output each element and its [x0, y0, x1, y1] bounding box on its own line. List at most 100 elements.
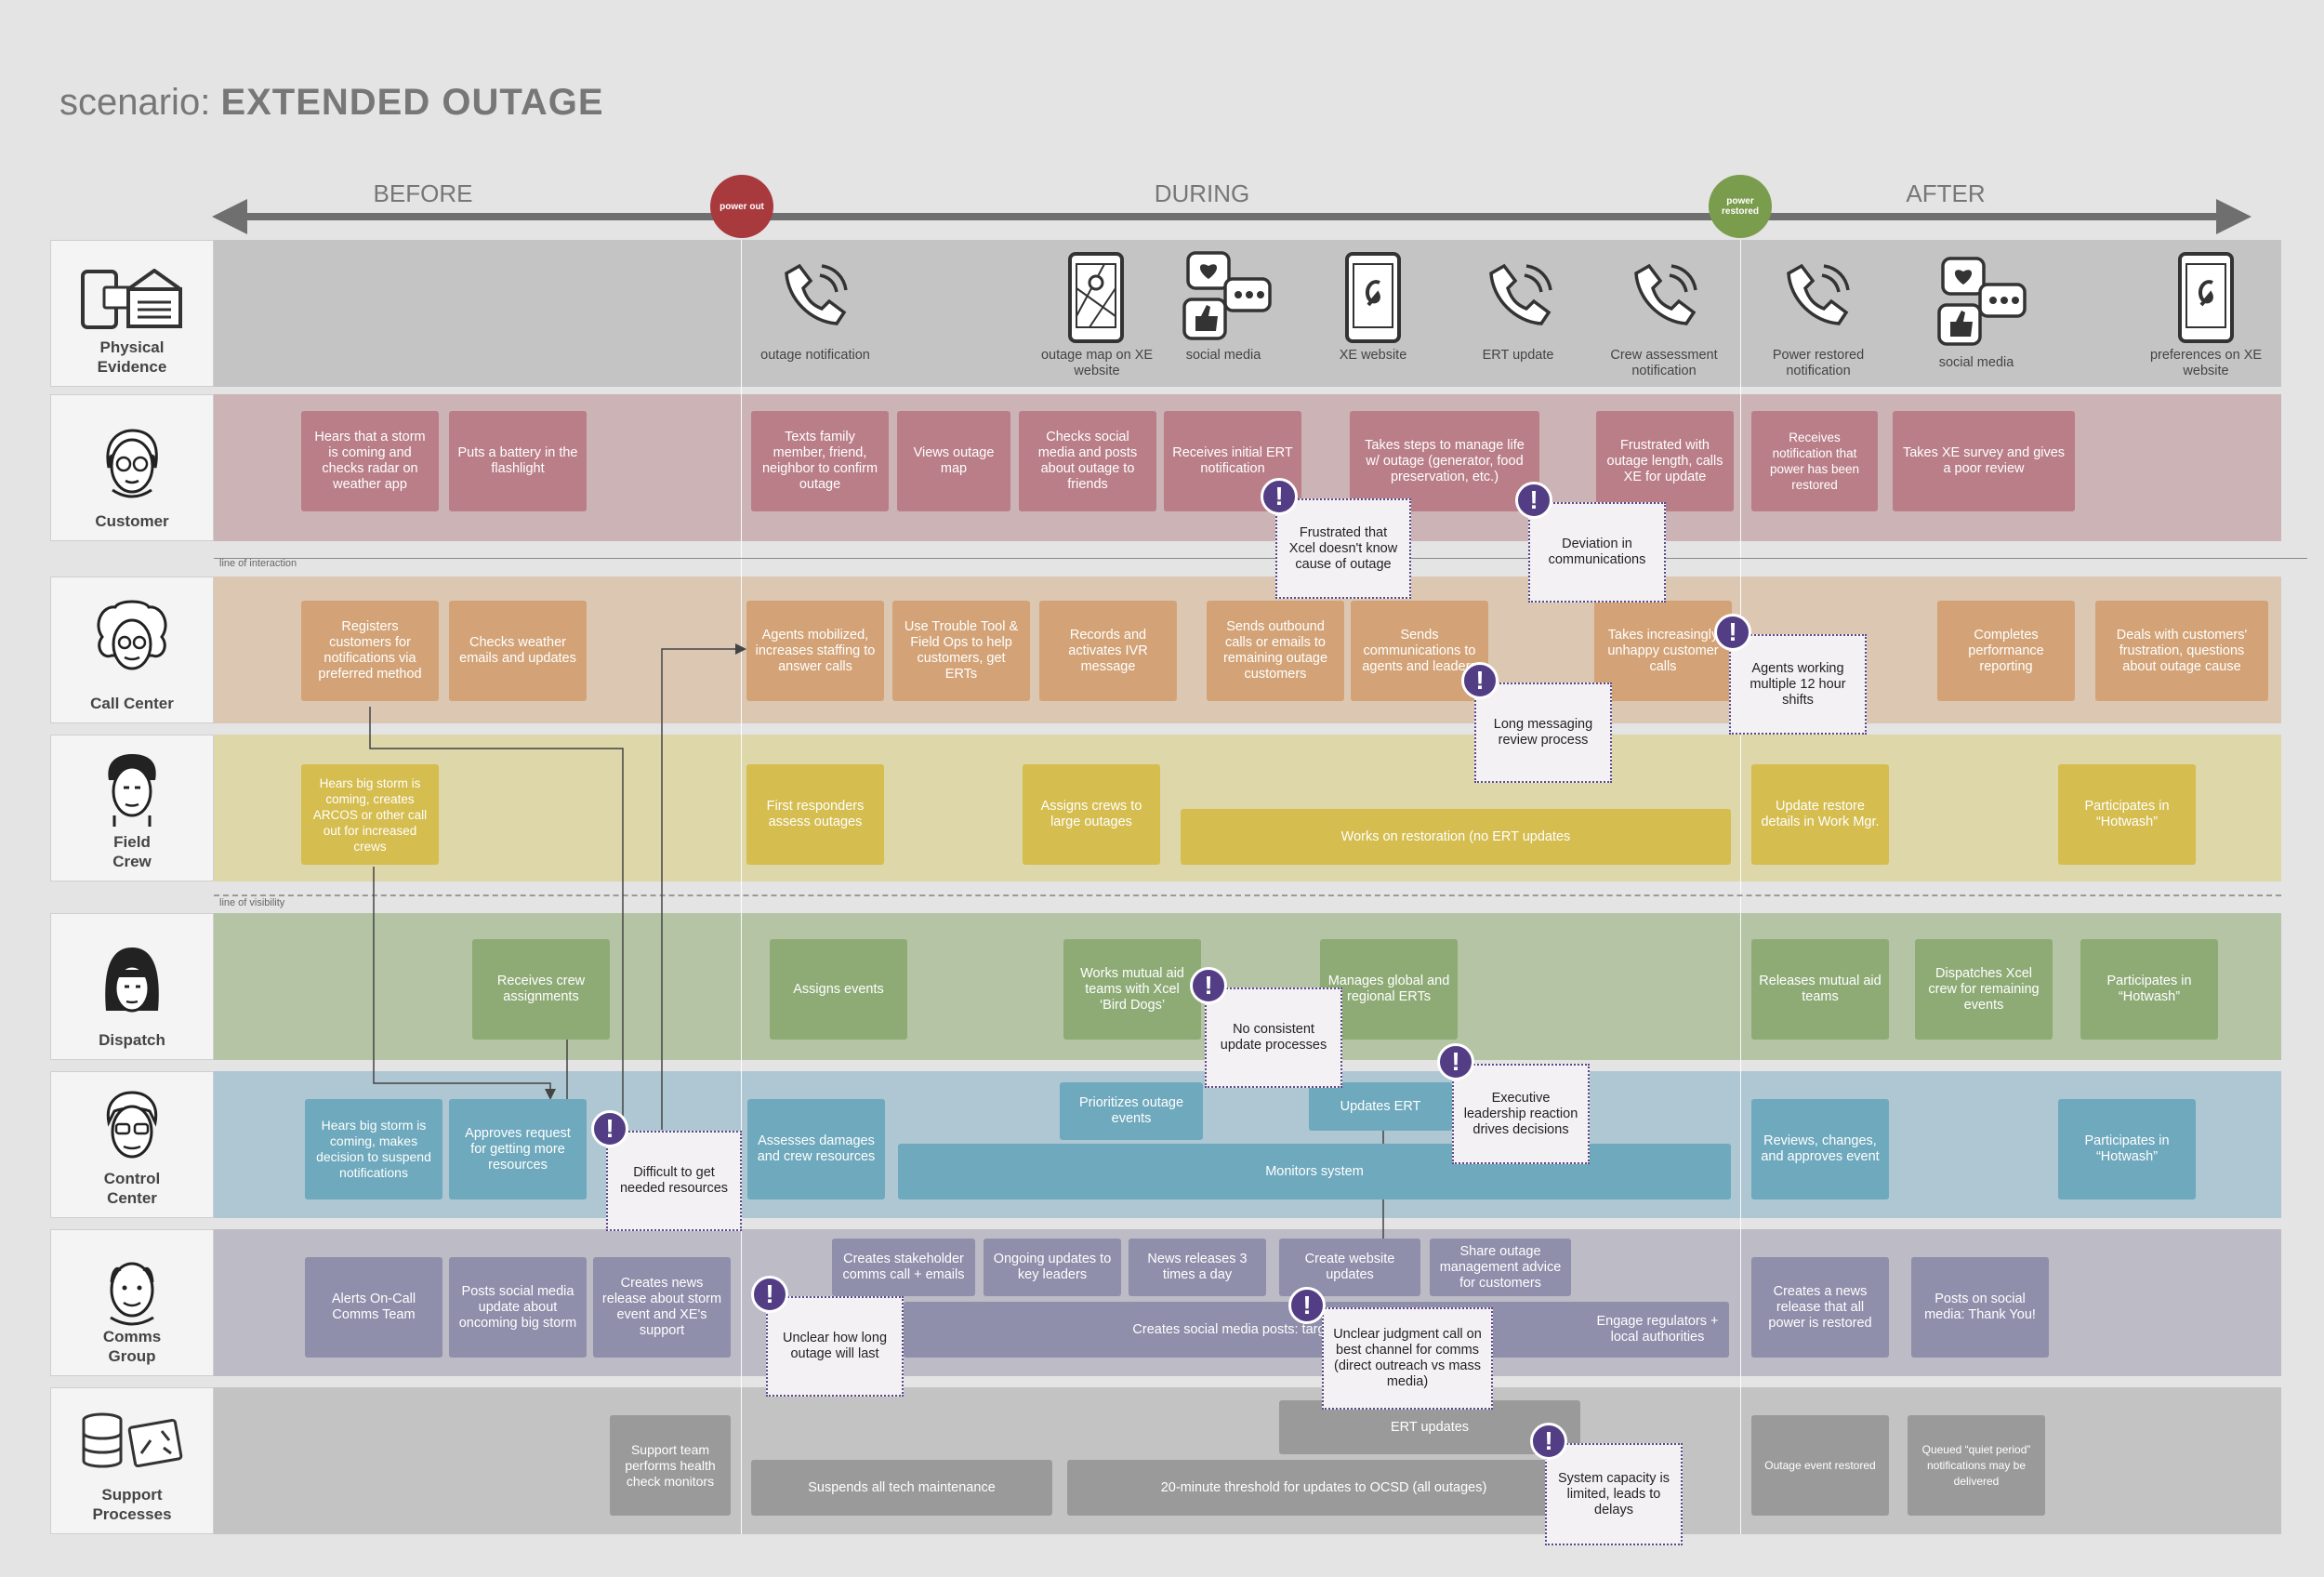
phase-during: DURING: [1154, 179, 1250, 207]
control-center-step: Assesses damages and crew resources: [747, 1099, 885, 1199]
line-of-interaction-label: line of interaction: [219, 558, 297, 569]
phase-before: BEFORE: [373, 179, 473, 207]
customer-step: Takes XE survey and gives a poor review: [1893, 411, 2075, 511]
call-center-step: Records and activates IVR message: [1039, 601, 1177, 701]
alert-icon: !: [1461, 662, 1499, 699]
call-center-step: Agents mobilized, increases staffing to …: [746, 601, 884, 701]
comms-group-avatar-icon: [110, 1262, 154, 1326]
customer-step: Takes steps to manage life w/ outage (ge…: [1350, 411, 1539, 511]
alert-icon: !: [1261, 478, 1298, 515]
evidence-crew-assessment: Crew assessment notification: [1610, 348, 1718, 378]
lane-label-call-center: Call Center: [50, 576, 214, 723]
comms-step: Posts on social media: Thank You!: [1911, 1257, 2049, 1358]
call-center-step: Takes increasingly unhappy customer call…: [1594, 601, 1732, 701]
timeline-arrow: [212, 199, 2251, 234]
social-media-icon: [1937, 257, 2027, 346]
alert-icon: !: [1437, 1043, 1474, 1080]
comms-step: Creates a news release that all power is…: [1751, 1257, 1889, 1358]
dispatch-step: Assigns events: [770, 939, 907, 1040]
call-center-step: Sends outbound calls or emails to remain…: [1207, 601, 1344, 701]
call-center-step: Deals with customers' frustration, quest…: [2095, 601, 2268, 701]
dispatch-step: Dispatches Xcel crew for remaining event…: [1915, 939, 2053, 1040]
alert-icon: !: [751, 1276, 788, 1313]
field-crew-step: Participates in “Hotwash”: [2058, 764, 2196, 865]
pain-point: Frustrated that Xcel doesn't know cause …: [1275, 498, 1411, 599]
control-center-step: Prioritizes outage events: [1060, 1082, 1203, 1140]
call-center-step: Completes performance reporting: [1937, 601, 2075, 701]
divider-power-out: [741, 240, 742, 1534]
customer-step: Receives initial ERT notification: [1164, 411, 1301, 511]
customer-step: Puts a battery in the flashlight: [449, 411, 587, 511]
phone-icon: [785, 263, 848, 325]
call-center-step: Registers customers for notifications vi…: [301, 601, 439, 701]
lane-label-customer: Customer: [50, 394, 214, 541]
control-center-step: Hears big storm is coming, makes decisio…: [305, 1099, 442, 1199]
website-phone-icon: [2178, 252, 2234, 343]
support-step: 20-minute threshold for updates to OCSD …: [1067, 1460, 1580, 1516]
alert-icon: !: [1530, 1423, 1567, 1460]
comms-step: Alerts On-Call Comms Team: [305, 1257, 442, 1358]
customer-step: Hears that a storm is coming and checks …: [301, 411, 439, 511]
lane-physical-evidence: [214, 240, 2281, 387]
pain-point: Unclear how long outage will last: [766, 1296, 904, 1397]
alert-icon: !: [1190, 967, 1227, 1004]
comms-step: Creates news release about storm event a…: [593, 1257, 731, 1358]
pain-point: No consistent update processes: [1205, 987, 1342, 1088]
customer-step: Checks social media and posts about outa…: [1019, 411, 1156, 511]
field-crew-step: Hears big storm is coming, creates ARCOS…: [301, 764, 439, 865]
pain-point: Executive leadership reaction drives dec…: [1452, 1064, 1590, 1164]
lane-label-dispatch: Dispatch: [50, 913, 214, 1060]
control-center-step: Updates ERT: [1309, 1082, 1452, 1131]
database-strategy-icon: [82, 1412, 183, 1468]
lane-label-comms-group: Comms Group: [50, 1229, 214, 1376]
control-center-step: Reviews, changes, and approves event: [1751, 1099, 1889, 1199]
call-center-step: Use Trouble Tool & Field Ops to help cus…: [892, 601, 1030, 701]
social-media-icon: [1182, 251, 1272, 340]
evidence-xe-website: XE website: [1339, 348, 1407, 363]
control-center-avatar-icon: [106, 1091, 158, 1159]
dispatch-step: Receives crew assignments: [472, 939, 610, 1040]
comms-step: Creates social media posts: targeted and…: [904, 1302, 1655, 1358]
dispatch-step: Releases mutual aid teams: [1751, 939, 1889, 1040]
field-crew-step: Update restore details in Work Mgr.: [1751, 764, 1889, 865]
website-phone-icon: [1345, 252, 1401, 343]
lane-label-support-processes: Support Processes: [50, 1387, 214, 1534]
alert-icon: !: [1288, 1287, 1326, 1324]
call-center-agent-icon: [97, 600, 167, 670]
pain-point: Unclear judgment call on best channel fo…: [1322, 1307, 1493, 1410]
evidence-social-media: social media: [1185, 348, 1261, 363]
customer-step: Views outage map: [897, 411, 1010, 511]
devices-envelope-icon: [81, 269, 182, 329]
pain-point: Agents working multiple 12 hour shifts: [1729, 634, 1867, 735]
pain-point: System capacity is limited, leads to del…: [1545, 1443, 1683, 1545]
power-restored-marker: power restored: [1709, 175, 1772, 238]
pain-point: Long messaging review process: [1474, 682, 1612, 783]
support-step: Support team performs health check monit…: [610, 1415, 731, 1516]
customer-step: Texts family member, friend, neighbor to…: [751, 411, 889, 511]
evidence-outage-map: outage map on XE website: [1040, 348, 1154, 378]
call-center-step: Checks weather emails and updates: [449, 601, 587, 701]
line-of-interaction: [214, 558, 2307, 559]
support-step: Outage event restored: [1751, 1415, 1889, 1516]
lane-label-field-crew: Field Crew: [50, 735, 214, 881]
pain-point: Difficult to get needed resources: [606, 1131, 742, 1231]
customer-step: Frustrated with outage length, calls XE …: [1596, 411, 1734, 511]
line-of-visibility: [214, 895, 2281, 896]
comms-step: News releases 3 times a day: [1129, 1239, 1266, 1296]
comms-step: Create website updates: [1279, 1239, 1420, 1296]
dispatch-avatar-icon: [105, 948, 159, 1013]
comms-step: Ongoing updates to key leaders: [984, 1239, 1121, 1296]
control-center-step: Approves request for getting more resour…: [449, 1099, 587, 1199]
customer-avatar-icon: [106, 429, 158, 498]
field-crew-avatar-icon: [108, 754, 156, 827]
dispatch-step: Manages global and regional ERTs: [1320, 939, 1458, 1040]
evidence-power-restored: Power restored notification: [1772, 348, 1865, 378]
lane-label-physical-evidence: Physical Evidence: [50, 240, 214, 387]
evidence-ert-update: ERT update: [1482, 348, 1554, 363]
control-center-step: Participates in “Hotwash”: [2058, 1099, 2196, 1199]
field-crew-step: First responders assess outages: [746, 764, 884, 865]
map-phone-icon: [1068, 252, 1124, 343]
field-crew-step: Works on restoration (no ERT updates: [1181, 809, 1731, 865]
evidence-preferences: preferences on XE website: [2149, 348, 2263, 378]
alert-icon: !: [1714, 614, 1751, 651]
